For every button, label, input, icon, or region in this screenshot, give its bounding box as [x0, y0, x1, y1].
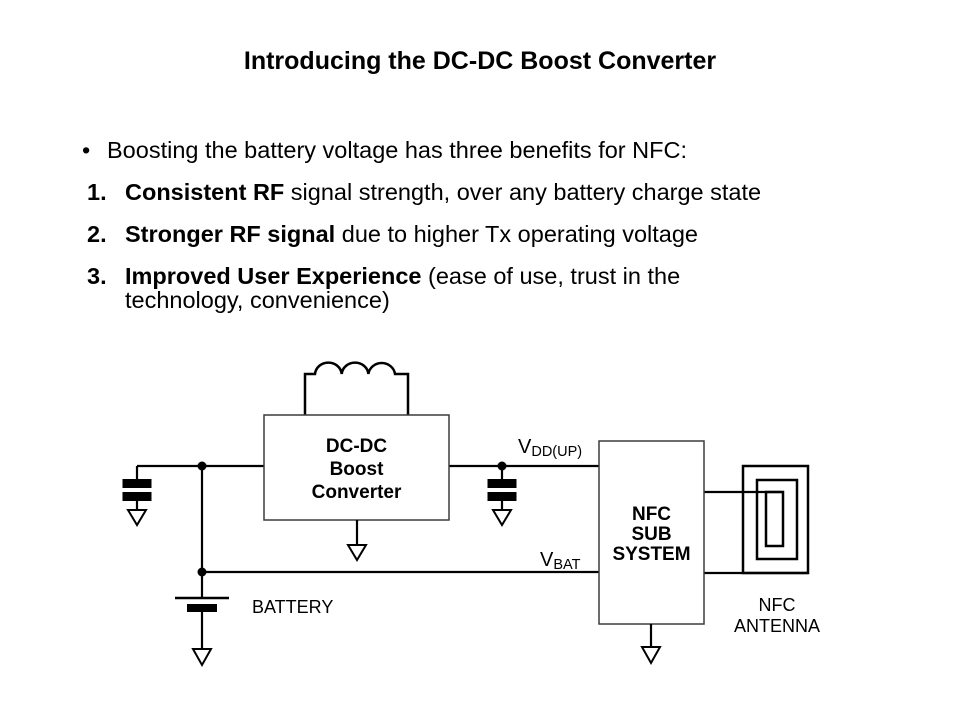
bullet-text: Boosting the battery voltage has three b… — [107, 137, 687, 163]
slide-title: Introducing the DC-DC Boost Converter — [243, 47, 717, 75]
boost-converter-box — [263, 414, 450, 521]
nfc-label-line1: NFC — [631, 504, 672, 525]
item-1-number: 1. — [87, 179, 107, 205]
junction-dot — [197, 567, 207, 577]
vbat-label: VBAT — [540, 549, 581, 573]
nfc-subsystem-box — [598, 440, 705, 625]
boost-label-line3: Converter — [311, 482, 402, 503]
capacitor-right-plate-bottom — [487, 492, 517, 501]
item-3-bold: Improved User Experience — [125, 263, 422, 289]
ground-symbol — [640, 646, 662, 666]
wires — [137, 464, 808, 575]
item-2-number: 2. — [87, 221, 107, 247]
junction-dot — [497, 461, 507, 471]
capacitor-right-plate-top — [487, 479, 517, 488]
nfc-label-line3: SYSTEM — [612, 544, 691, 565]
vbat-main: V — [540, 549, 554, 571]
antenna-coil-middle — [755, 478, 799, 561]
capacitor-right-symbol — [487, 466, 517, 527]
antenna-coil-outer — [741, 464, 810, 575]
inductor-symbol — [303, 361, 410, 415]
vdd-main: V — [518, 436, 532, 458]
item-3-number: 3. — [87, 263, 107, 289]
capacitor-left-plate-top — [122, 479, 152, 488]
nfc-subsystem-label: NFC SUB SYSTEM — [599, 505, 704, 565]
item-3-rest: (ease of use, trust in the technology, c… — [125, 263, 681, 313]
capacitor-left-plate-bottom — [122, 492, 152, 501]
ground-symbol — [191, 648, 213, 668]
boost-converter-label: DC-DC Boost Converter — [264, 435, 449, 504]
item-2-rest: due to higher Tx operating voltage — [335, 221, 698, 247]
vdd-up-label: VDD(UP) — [518, 436, 583, 460]
vbat-subscript: BAT — [553, 557, 581, 573]
item-2-bold: Stronger RF signal — [125, 221, 336, 247]
boost-label-line2: Boost — [329, 459, 384, 480]
bullet-marker: • — [82, 137, 91, 163]
ground-symbol — [126, 509, 148, 527]
battery-label: BATTERY — [252, 597, 334, 617]
antenna-coil-inner — [764, 490, 785, 548]
nfc-label-line2: SUB — [631, 524, 672, 545]
antenna-label-line2: ANTENNA — [733, 616, 820, 636]
capacitor-left-symbol — [122, 466, 152, 527]
vdd-subscript: DD(UP) — [531, 444, 583, 460]
ground-symbol — [346, 544, 368, 562]
antenna-label-line1: NFC — [758, 595, 796, 615]
boost-ground-symbol — [346, 520, 368, 562]
boost-label-line1: DC-DC — [325, 436, 388, 457]
ground-symbol — [491, 509, 513, 527]
item-3-text: Improved User Experience (ease of use, t… — [125, 264, 805, 312]
antenna-coil — [741, 464, 810, 575]
battery-negative-plate — [187, 604, 217, 612]
item-1-bold: Consistent RF — [125, 179, 285, 205]
junction-dot — [197, 461, 207, 471]
item-1-text: Consistent RF signal strength, over any … — [125, 180, 761, 204]
item-1-rest: signal strength, over any battery charge… — [284, 179, 762, 205]
battery-symbol — [175, 572, 229, 668]
nfc-antenna-label: NFC ANTENNA — [717, 595, 837, 637]
nfc-ground-symbol — [640, 624, 662, 666]
item-2-text: Stronger RF signal due to higher Tx oper… — [125, 222, 698, 246]
